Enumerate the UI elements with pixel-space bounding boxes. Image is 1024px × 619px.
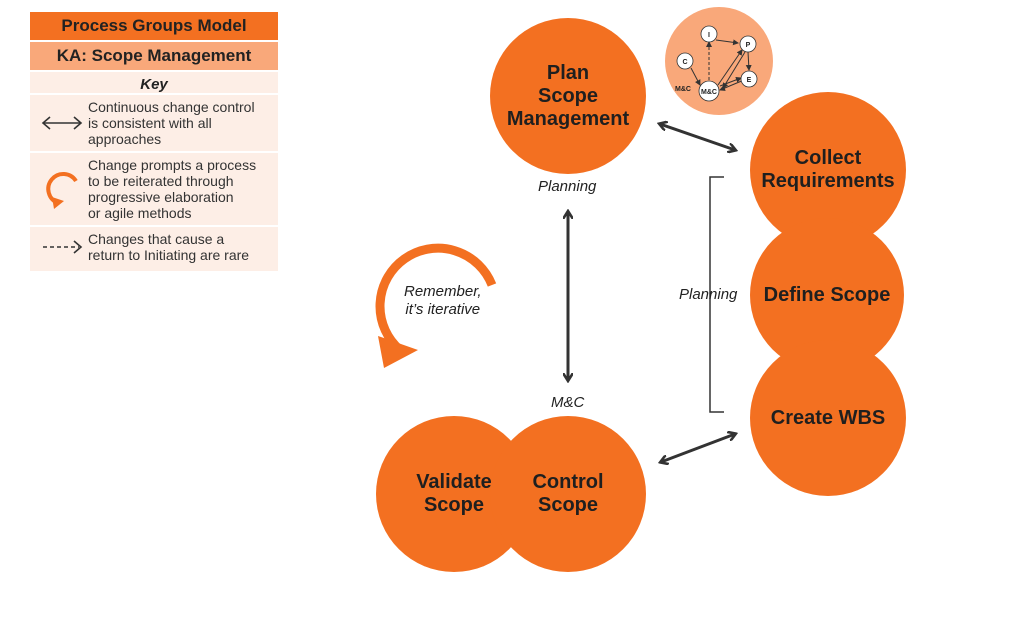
mini-side-label: M&C	[675, 86, 691, 93]
arrow-plan-collect	[660, 124, 735, 150]
mini-node-label: M&C	[701, 89, 717, 96]
remember-label: Remember, it’s iterative	[404, 283, 482, 318]
plan-scope-management-circle[interactable]: Plan Scope Management	[490, 18, 646, 174]
double-arrow-icon	[36, 115, 88, 131]
mini-node-label: E	[747, 77, 752, 84]
mini-node-label: C	[682, 59, 687, 66]
legend-key-title: Key	[140, 76, 168, 93]
planning-label-side: Planning	[679, 286, 738, 303]
dashed-arrow-icon	[36, 239, 88, 255]
legend-item-text: Changes that cause a return to Initiatin…	[88, 231, 250, 263]
mini-node-label: P	[746, 42, 751, 49]
mc-label: M&C	[551, 394, 585, 411]
legend-title: Process Groups Model	[30, 12, 278, 40]
legend-item: Change prompts a process to be reiterate…	[30, 151, 278, 225]
legend-item: Changes that cause a return to Initiatin…	[30, 225, 278, 271]
iterate-arrow-icon	[375, 243, 497, 368]
control-scope-circle[interactable]: Control Scope	[490, 416, 646, 572]
legend-key: Key Continuous change control is consist…	[30, 72, 278, 271]
create-wbs-circle[interactable]: Create WBS	[750, 340, 906, 496]
planning-label-top: Planning	[538, 178, 597, 195]
legend-item-text: Change prompts a process to be reiterate…	[88, 157, 257, 221]
legend-item: Continuous change control is consistent …	[30, 93, 278, 151]
iterate-arrow-icon	[36, 167, 88, 211]
legend-panel: Process Groups Model KA: Scope Managemen…	[30, 12, 278, 271]
legend-item-text: Continuous change control is consistent …	[88, 99, 255, 147]
arrow-control-wbs	[661, 434, 735, 462]
collect-requirements-circle[interactable]: Collect Requirements	[750, 92, 906, 248]
mini-node-label: I	[708, 32, 710, 39]
planning-bracket	[709, 176, 724, 413]
legend-subtitle: KA: Scope Management	[30, 42, 278, 70]
